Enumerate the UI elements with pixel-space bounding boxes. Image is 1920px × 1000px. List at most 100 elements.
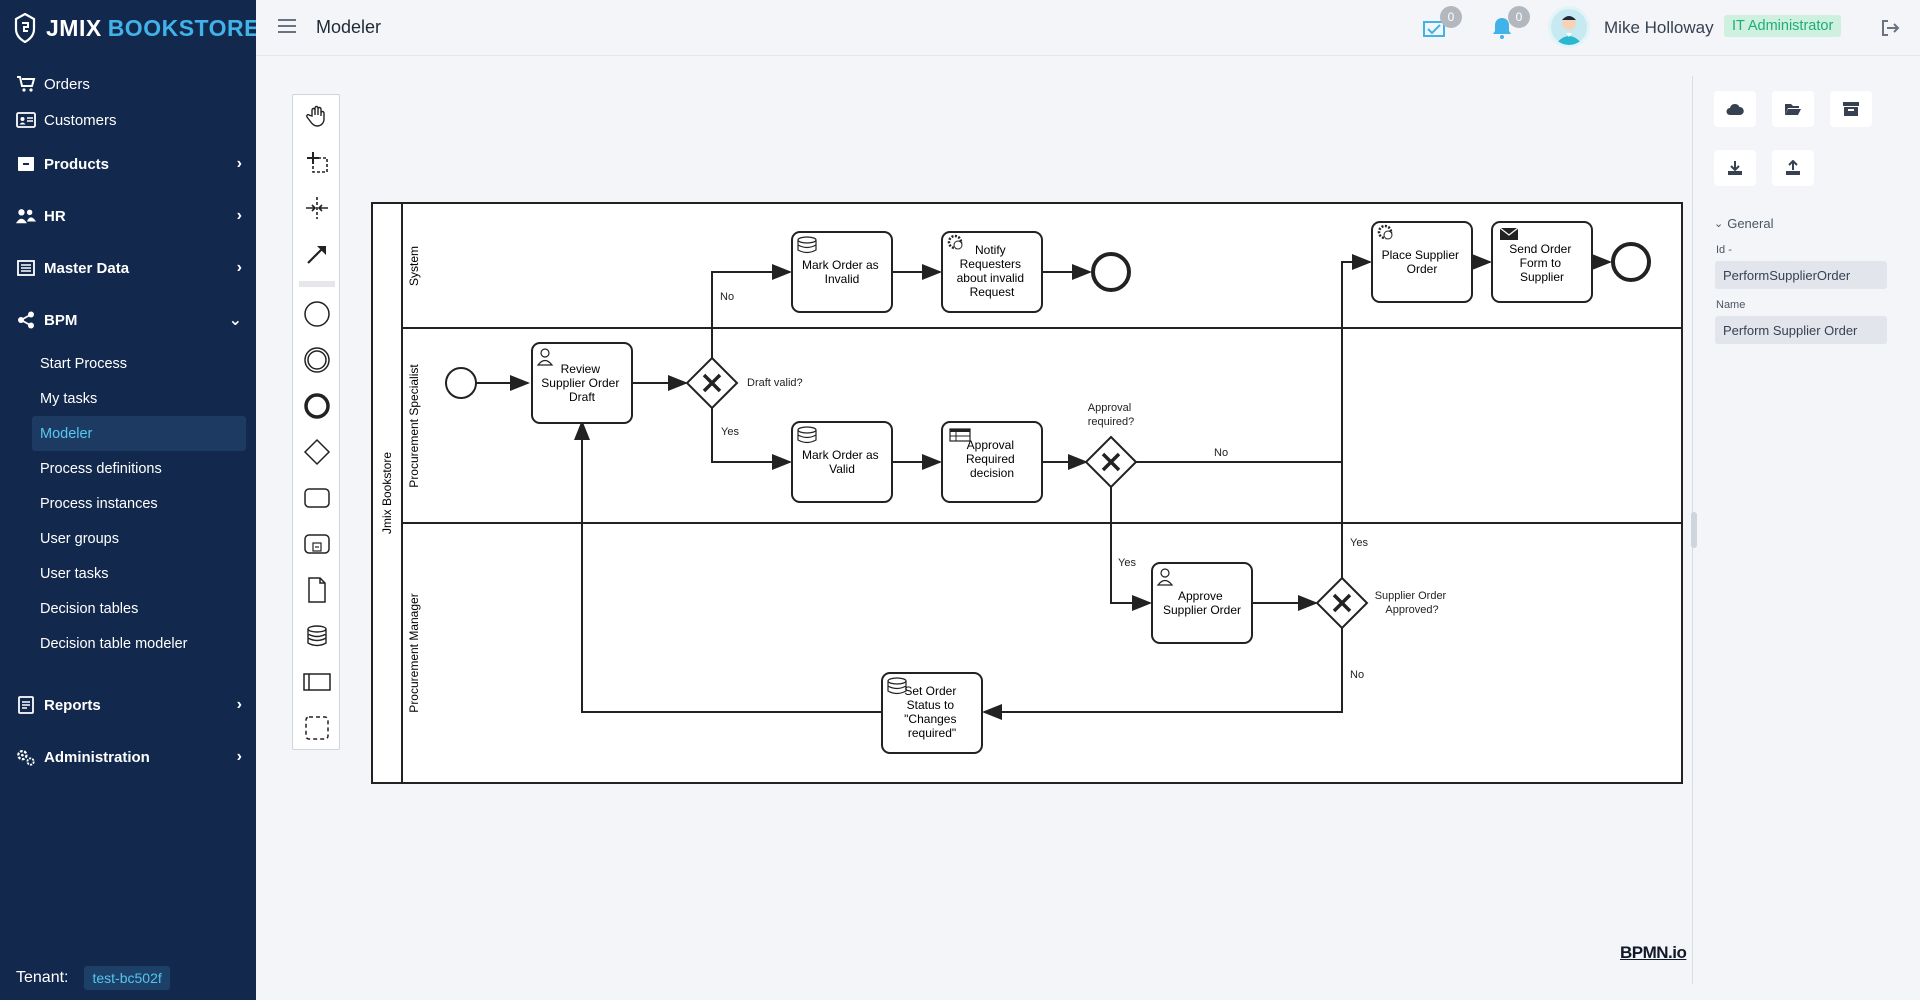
task-mark-order-invalid[interactable]: Mark Order as Invalid [791, 231, 893, 313]
panel-resize-handle[interactable] [1691, 512, 1697, 548]
flow-label: No [1214, 447, 1228, 459]
tenant-info: Tenant: test-bc502f [16, 966, 170, 990]
task-label-line: Status to [907, 698, 955, 712]
jmix-logo-icon [14, 13, 36, 43]
nav-item-label: Orders [44, 75, 90, 93]
palette-separator [299, 281, 335, 287]
subprocess-tool-icon[interactable] [302, 529, 332, 559]
download-icon [1728, 161, 1742, 175]
nav-group-master-data[interactable]: Master Data › [0, 242, 256, 294]
nav-item-user-tasks[interactable]: User tasks [40, 565, 109, 582]
open-button[interactable] [1772, 91, 1814, 127]
nav-item-process-instances[interactable]: Process instances [40, 495, 158, 512]
task-place-supplier-order[interactable]: Place Supplier Order [1371, 221, 1473, 303]
space-tool-icon[interactable] [302, 193, 332, 223]
nav-group-label: Products [44, 155, 110, 173]
gateway-approval-required[interactable] [1084, 435, 1138, 489]
nav-item-user-groups[interactable]: User groups [40, 530, 119, 547]
task-notify-requesters[interactable]: Notify Requesters about invalid Request [941, 231, 1043, 313]
connect-tool-icon[interactable] [302, 239, 332, 269]
nav-item-process-definitions[interactable]: Process definitions [40, 460, 162, 477]
lasso-tool-icon[interactable] [302, 147, 332, 177]
nav-group-hr[interactable]: HR › [0, 190, 256, 242]
svg-text:Mark Order as Invalid: Mark Order as Invalid [802, 258, 882, 286]
archive-button[interactable] [1830, 91, 1872, 127]
end-event-sent[interactable] [1611, 242, 1651, 282]
logout-icon[interactable] [1880, 18, 1900, 38]
download-button[interactable] [1714, 150, 1756, 186]
general-group-toggle[interactable]: ⌄ General [1714, 216, 1773, 231]
gateway-supplier-approved[interactable] [1315, 576, 1369, 630]
user-name[interactable]: Mike Holloway [1604, 18, 1714, 37]
task-label-line: Supplier Order [541, 376, 619, 390]
pool-tool-icon[interactable] [302, 667, 332, 697]
notifications-button[interactable]: 0 [1488, 6, 1530, 42]
task-tool-icon[interactable] [302, 483, 332, 513]
bpmn-io-logo[interactable]: BPMN.io [1620, 943, 1687, 962]
data-store-tool-icon[interactable] [302, 621, 332, 651]
service-task-icon [1377, 224, 1393, 240]
svg-text:Approve Supplier Order: Approve Supplier Order [1163, 589, 1241, 617]
start-event[interactable] [445, 367, 477, 399]
main-nav: Orders Customers Products › HR › [0, 66, 256, 783]
task-approve-supplier-order[interactable]: Approve Supplier Order [1151, 562, 1253, 644]
nav-group-administration[interactable]: Administration › [0, 731, 256, 783]
start-event-tool-icon[interactable] [302, 299, 332, 329]
task-label-line: Mark Order as [802, 258, 879, 272]
gateway-draft-valid[interactable] [685, 356, 739, 410]
task-review-supplier-order-draft[interactable]: Review Supplier Order Draft [531, 342, 633, 424]
name-field[interactable] [1715, 316, 1887, 344]
flow-label: No [720, 291, 734, 303]
nav-item-decision-tables[interactable]: Decision tables [40, 600, 139, 617]
envelope-icon [1499, 227, 1519, 240]
id-field[interactable] [1715, 261, 1887, 289]
end-event-tool-icon[interactable] [302, 391, 332, 421]
inbox-button[interactable]: 0 [1420, 6, 1462, 42]
nav-group-label: Administration [44, 748, 150, 766]
sequence-flows [476, 254, 1612, 720]
task-send-order-form[interactable]: Send Order Form to Supplier [1491, 221, 1593, 303]
nav-group-label: Reports [44, 696, 101, 714]
hand-tool-icon[interactable] [302, 101, 332, 131]
tenant-badge: test-bc502f [84, 966, 170, 990]
intermediate-event-tool-icon[interactable] [302, 345, 332, 375]
task-set-order-status-changes[interactable]: Set Order Status to "Changes required" [881, 672, 983, 754]
nav-item-my-tasks[interactable]: My tasks [40, 390, 98, 407]
table-icon [16, 258, 36, 278]
avatar[interactable] [1548, 6, 1590, 48]
nav-group-bpm[interactable]: BPM ⌄ [0, 294, 256, 346]
gateway-tool-icon[interactable] [302, 437, 332, 467]
cart-icon [16, 74, 36, 94]
menu-toggle-icon[interactable] [278, 18, 296, 34]
task-label-line: Requesters [960, 257, 1021, 271]
modeler-canvas[interactable]: Jmix Bookstore System Procurement Specia… [256, 56, 1690, 1000]
chevron-right-icon: › [236, 748, 242, 765]
upload-button[interactable] [1772, 150, 1814, 186]
task-approval-required-decision[interactable]: Approval Required decision [941, 421, 1043, 503]
box-icon [16, 154, 36, 174]
id-label: Id - [1716, 244, 1732, 256]
end-event-invalid[interactable] [1091, 252, 1131, 292]
group-tool-icon[interactable] [302, 713, 332, 743]
gateway-label: Supplier Order Approved? [1375, 590, 1450, 616]
nav-item-orders[interactable]: Orders [0, 66, 256, 102]
data-object-tool-icon[interactable] [302, 575, 332, 605]
svg-text:Place Supplier Order: Place Supplier Order [1382, 248, 1463, 276]
nav-group-reports[interactable]: Reports › [0, 679, 256, 731]
tenant-label: Tenant: [16, 969, 69, 986]
nav-item-decision-table-modeler[interactable]: Decision table modeler [40, 635, 188, 652]
task-label-line: Set Order [904, 684, 956, 698]
task-label-line: Required [966, 452, 1015, 466]
svg-text:Review Supplier Order: Review Supplier Order Draft [541, 362, 622, 404]
nav-group-products[interactable]: Products › [0, 138, 256, 190]
task-mark-order-valid[interactable]: Mark Order as Valid [791, 421, 893, 503]
nav-group-label: HR [44, 207, 66, 225]
nav-item-start-process[interactable]: Start Process [40, 355, 128, 372]
bpmn-diagram[interactable]: Jmix Bookstore System Procurement Specia… [256, 56, 1690, 1000]
flow-label: Yes [1350, 537, 1368, 549]
deploy-button[interactable] [1714, 91, 1756, 127]
nav-item-modeler[interactable]: Modeler [32, 416, 246, 451]
task-label-line: Order [1407, 262, 1438, 276]
nav-item-customers[interactable]: Customers [0, 102, 256, 138]
